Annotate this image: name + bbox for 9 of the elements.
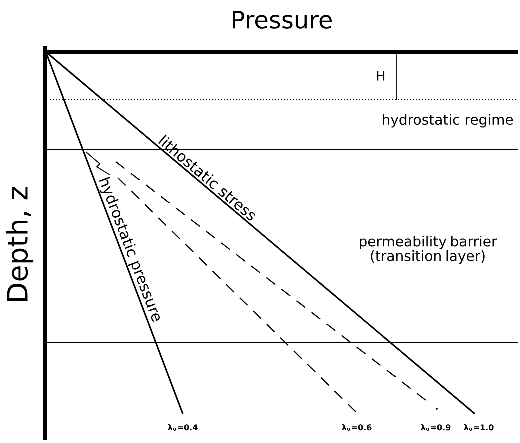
axis-title: Pressure [233, 11, 332, 29]
curve-value-label: λ$_{v}$=0.9 [421, 424, 451, 432]
curve-value-label: λ$_{v}$=0.6 [342, 424, 372, 432]
curve-value-label: λ$_{v}$=1.0 [464, 424, 494, 432]
curve-value-label: λ$_{v}$=0.4 [168, 424, 198, 432]
zone-label: permeability barrier (transition layer) [360, 236, 498, 264]
dimension-label: H [377, 71, 385, 81]
axis-title: Depth, z [6, 187, 34, 302]
zone-label: hydrostatic regime [383, 114, 514, 128]
